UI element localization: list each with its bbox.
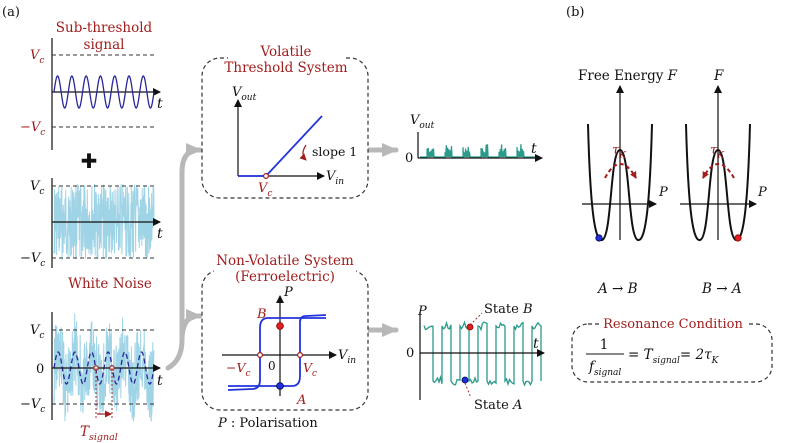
plus-symbol: ✚ (81, 149, 98, 173)
left-state-ball (595, 234, 603, 242)
left-double-well (587, 123, 653, 241)
nonvolatile-output-t: t (533, 336, 539, 352)
output-state-a-point (461, 376, 469, 384)
left-p-label: P (658, 185, 668, 200)
sum-t-label: t (157, 373, 163, 389)
right-transition-arrow (702, 163, 735, 179)
resonance-box: Resonance Condition 1 fsignal = Tsignal=… (571, 314, 773, 383)
output-state-b-point (466, 323, 474, 331)
period-label: Tsignal (80, 424, 118, 443)
point-a-label: A (296, 393, 306, 408)
nonvolatile-vc-label: Vc (303, 360, 317, 379)
sum-noise-wave (53, 313, 155, 422)
sum-plot: Vc 0 −Vc t Tsignal (20, 312, 163, 443)
noise-t-label: t (157, 226, 163, 242)
signal-vc-label: Vc (30, 48, 44, 66)
volatile-title-bg (228, 46, 344, 74)
slope-label: slope 1 (312, 144, 357, 159)
volatile-vc-marker (263, 173, 270, 180)
energy-well-right: F τK P B → A (680, 68, 767, 297)
state-b-pointer (469, 312, 483, 326)
nonvolatile-title-line2: (Ferroelectric) (235, 269, 335, 285)
volatile-output-spikes (420, 144, 538, 158)
noise-vc-label: Vc (30, 179, 44, 197)
nonvolatile-zero: 0 (268, 359, 276, 373)
right-p-label: P (757, 185, 767, 200)
right-caption: B → A (701, 281, 742, 297)
volatile-x-label: Vin (326, 169, 344, 187)
noise-plot: Vc −Vc t White Noise (20, 178, 163, 292)
connector-to-volatile (165, 143, 203, 371)
point-b-label: B (256, 307, 267, 322)
noise-minus-vc-label: −Vc (20, 251, 45, 269)
panel-a-label: (a) (2, 5, 20, 20)
resonance-denominator: fsignal (588, 359, 621, 378)
volatile-system-box: Volatile Threshold System Vout Vin Vc sl… (201, 44, 369, 199)
state-b-label: State B (484, 302, 533, 317)
state-a-label: State A (474, 398, 522, 413)
volatile-vc-label: Vc (258, 181, 272, 199)
resonance-title-bg (600, 314, 746, 332)
connector-to-nonvolatile (179, 309, 203, 343)
volatile-output-zero: 0 (405, 151, 413, 166)
left-caption: A → B (596, 281, 638, 297)
nonvolatile-y-label: P (283, 285, 293, 300)
nonvolatile-minus-vc-label: −Vc (226, 360, 251, 379)
right-tau-label: τK (710, 143, 725, 161)
left-transition-arrow (604, 163, 637, 179)
right-f-label: F (713, 68, 724, 84)
resonance-numerator: 1 (600, 337, 609, 353)
vc-marker (297, 352, 304, 359)
noise-wave (53, 184, 155, 260)
volatile-output-plot: Vout 0 t (405, 113, 543, 166)
volatile-y-label: Vout (232, 85, 257, 103)
sum-zero-label: 0 (36, 362, 44, 377)
state-b-point (276, 322, 284, 330)
nonvolatile-x-label: Vin (338, 348, 356, 366)
signal-minus-vc-label: −Vc (20, 120, 45, 138)
nonvolatile-title-bg (214, 252, 356, 284)
nonvolatile-system-box: Non-Volatile System (Ferroelectric) P Vi… (201, 252, 369, 431)
signal-title-line1: Sub-threshold (56, 20, 153, 36)
right-double-well (685, 123, 751, 241)
left-tau-label: τK (612, 143, 627, 161)
state-a-point (276, 382, 284, 390)
slope-pointer (299, 144, 307, 161)
hysteresis-upper-branch (228, 314, 327, 387)
nonvolatile-output-zero: 0 (406, 346, 414, 361)
nonvolatile-title-line1: Non-Volatile System (216, 253, 354, 269)
noise-title: White Noise (68, 276, 152, 292)
connector-arrows (165, 143, 399, 371)
volatile-output-y-label: Vout (410, 113, 435, 131)
sum-minus-vc-label: −Vc (20, 397, 45, 415)
minus-vc-marker (257, 352, 264, 359)
resonance-equation: = Tsignal= 2τK (628, 347, 720, 366)
signal-wave (53, 75, 155, 109)
panel-b-label: (b) (566, 5, 584, 20)
volatile-title-line2: Threshold System (224, 60, 347, 76)
signal-plot: Sub-threshold signal Vc −Vc t (20, 20, 163, 150)
state-a-pointer (464, 382, 472, 399)
volatile-title-line1: Volatile (259, 44, 311, 60)
nonvolatile-output-plot: P 0 t State B State A (406, 302, 545, 413)
nonvolatile-output-wave (423, 320, 542, 387)
free-energy-label: Free Energy F (578, 68, 678, 84)
signal-title-line2: signal (84, 37, 125, 53)
volatile-output-t: t (531, 141, 537, 157)
sum-vc-label: Vc (30, 323, 44, 341)
energy-well-left: Free Energy F τK P A → B (578, 68, 678, 297)
signal-t-label: t (157, 96, 163, 112)
polarisation-caption: P : Polarisation (217, 416, 318, 431)
resonance-title: Resonance Condition (603, 317, 743, 332)
nonvolatile-output-y-label: P (417, 304, 427, 319)
right-state-ball (734, 234, 742, 242)
